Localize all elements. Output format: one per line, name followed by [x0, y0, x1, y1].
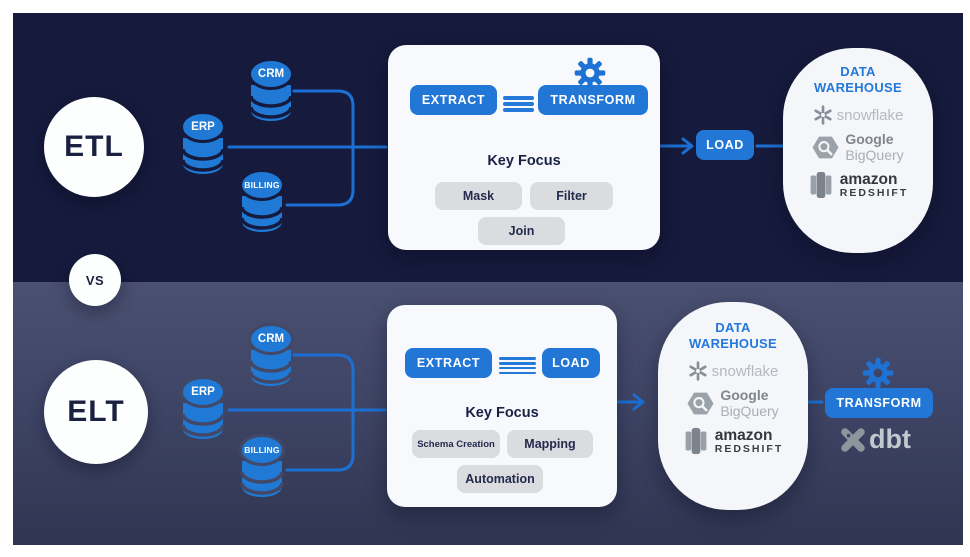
redshift-label: REDSHIFT [839, 186, 909, 199]
load-step-button: LOAD [696, 130, 754, 160]
focus-pill-schema-creation: Schema Creation [412, 430, 500, 458]
focus-pill-mask: Mask [435, 182, 522, 210]
database-icon [180, 376, 226, 439]
elt-title: ELT [67, 395, 125, 428]
elt-source-erp: ERP [178, 375, 228, 445]
elt-arrowhead-icon [632, 393, 645, 411]
bigquery-row: Google BigQuery [687, 387, 779, 419]
focus-pill-automation: Automation [457, 465, 543, 493]
database-icon [239, 169, 285, 232]
focus-pill-filter: Filter [530, 182, 613, 210]
etl-data-warehouse-card: DATA WAREHOUSE snowflake Google [783, 48, 933, 253]
billing-label: BILLING [244, 445, 280, 455]
snowflake-label: snowflake [711, 362, 779, 380]
warehouse-title: DATA WAREHOUSE [689, 320, 777, 351]
extract-step-button: EXTRACT [410, 85, 497, 115]
bigquery-icon [812, 136, 839, 159]
amazon-label: amazon [839, 170, 898, 188]
etl-source-erp: ERP [178, 110, 228, 180]
etl-process-card: EXTRACT TRANSFORM Key Focus Mask Filter … [388, 45, 660, 250]
snowflake-icon [814, 105, 832, 125]
dbt-label: dbt [869, 424, 911, 454]
snowflake-row: snowflake [813, 105, 904, 125]
redshift-icon [810, 171, 832, 198]
etl-source-billing: BILLING [237, 168, 287, 238]
crm-label: CRM [257, 68, 285, 80]
bigquery-label: BigQuery [720, 402, 779, 419]
key-focus-heading: Key Focus [487, 153, 561, 169]
redshift-row: amazon REDSHIFT [683, 426, 784, 456]
crm-label: CRM [257, 333, 285, 345]
database-icon [248, 323, 294, 386]
warehouse-title: DATA WAREHOUSE [814, 64, 902, 95]
gear-icon [574, 57, 606, 89]
vs-label: VS [85, 272, 105, 288]
load-step-button: LOAD [542, 348, 600, 378]
bigquery-label: BigQuery [845, 146, 904, 163]
snowflake-label: snowflake [836, 106, 904, 124]
elt-source-billing: BILLING [237, 433, 287, 503]
amazon-label: amazon [714, 426, 773, 444]
bigquery-row: Google BigQuery [812, 131, 904, 163]
key-focus-heading: Key Focus [465, 405, 539, 421]
snowflake-icon [689, 361, 707, 381]
erp-label: ERP [191, 121, 215, 133]
redshift-label: REDSHIFT [714, 442, 784, 455]
transform-step-button: TRANSFORM [538, 85, 648, 115]
redshift-icon [685, 427, 707, 454]
redshift-row: amazon REDSHIFT [808, 170, 909, 200]
database-icon [180, 111, 226, 174]
dbt-icon [841, 427, 865, 452]
equals-icon [499, 357, 536, 377]
etl-crm-connector [292, 89, 355, 148]
google-label: Google [845, 131, 894, 148]
etl-title: ETL [64, 130, 124, 163]
focus-pill-join: Join [478, 217, 565, 245]
focus-pill-mapping: Mapping [507, 430, 593, 458]
bigquery-icon [687, 392, 714, 415]
elt-billing-connector [285, 409, 355, 472]
elt-source-crm: CRM [246, 322, 296, 392]
elt-process-card: EXTRACT LOAD Key Focus Schema Creation M… [387, 305, 617, 507]
etl-source-crm: CRM [246, 57, 296, 127]
etl-arrowhead-icon [681, 137, 694, 155]
etl-title-circle: ETL [44, 97, 144, 197]
billing-label: BILLING [244, 180, 280, 190]
equals-icon [503, 96, 534, 114]
vs-badge: VS [69, 254, 121, 306]
dbt-logo: dbt [840, 424, 911, 455]
database-icon [239, 434, 285, 497]
google-label: Google [720, 387, 769, 404]
extract-step-button: EXTRACT [405, 348, 492, 378]
gear-icon [862, 357, 894, 389]
erp-label: ERP [191, 386, 215, 398]
snowflake-row: snowflake [688, 361, 779, 381]
transform-step-button: TRANSFORM [825, 388, 933, 418]
elt-crm-connector [292, 353, 355, 411]
database-icon [248, 58, 294, 121]
elt-data-warehouse-card: DATA WAREHOUSE snowflake Google [658, 302, 808, 510]
elt-title-circle: ELT [44, 360, 148, 464]
etl-billing-connector [285, 146, 355, 207]
